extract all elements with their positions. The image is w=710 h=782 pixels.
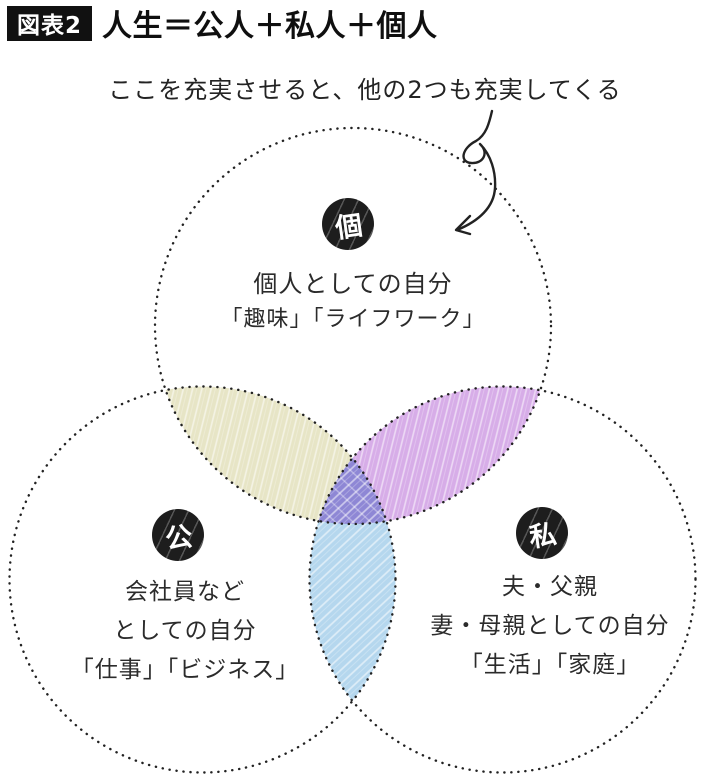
label-public: 会社員など としての自分 「仕事」「ビジネス」 [45, 573, 325, 690]
overlap-individual-private-region [309, 386, 551, 524]
label-public-line3: 「仕事」「ビジネス」 [70, 657, 300, 683]
label-individual-line1: 個人としての自分 [253, 270, 453, 298]
label-individual: 個人としての自分 「趣味」「ライフワーク」 [173, 266, 533, 338]
label-public-line1: 会社員など [125, 579, 245, 605]
label-private: 夫・父親 妻・母親としての自分 「生活」「家庭」 [390, 568, 710, 685]
label-individual-line2: 「趣味」「ライフワーク」 [220, 307, 486, 332]
badge-private: 私 [516, 507, 568, 559]
label-private-line1: 夫・父親 [502, 574, 598, 600]
figure-header: 図表2 人生＝公人＋私人＋個人 [7, 3, 438, 44]
overlap-individual-public-region [155, 386, 396, 524]
figure-number-badge: 図表2 [7, 5, 92, 41]
label-private-line2: 妻・母親としての自分 [430, 613, 670, 639]
arrowhead-icon [454, 214, 472, 236]
curved-arrow [455, 109, 497, 232]
badge-public-kanji: 公 [162, 520, 194, 556]
badge-individual-kanji: 個 [332, 209, 364, 245]
circle-outline-individual [153, 126, 553, 526]
annotation-text: ここを充実させると、他の2つも充実してくる [108, 76, 622, 104]
circle-outline-private [308, 385, 697, 774]
figure-title: 人生＝公人＋私人＋個人 [102, 9, 438, 44]
circle-outline-public [8, 385, 397, 774]
label-public-line2: としての自分 [113, 618, 257, 644]
badge-public: 公 [152, 509, 204, 561]
badge-private-kanji: 私 [526, 518, 558, 554]
figure-number-text: 図表2 [16, 13, 82, 39]
badge-individual: 個 [322, 198, 374, 250]
label-private-line3: 「生活」「家庭」 [459, 652, 641, 678]
